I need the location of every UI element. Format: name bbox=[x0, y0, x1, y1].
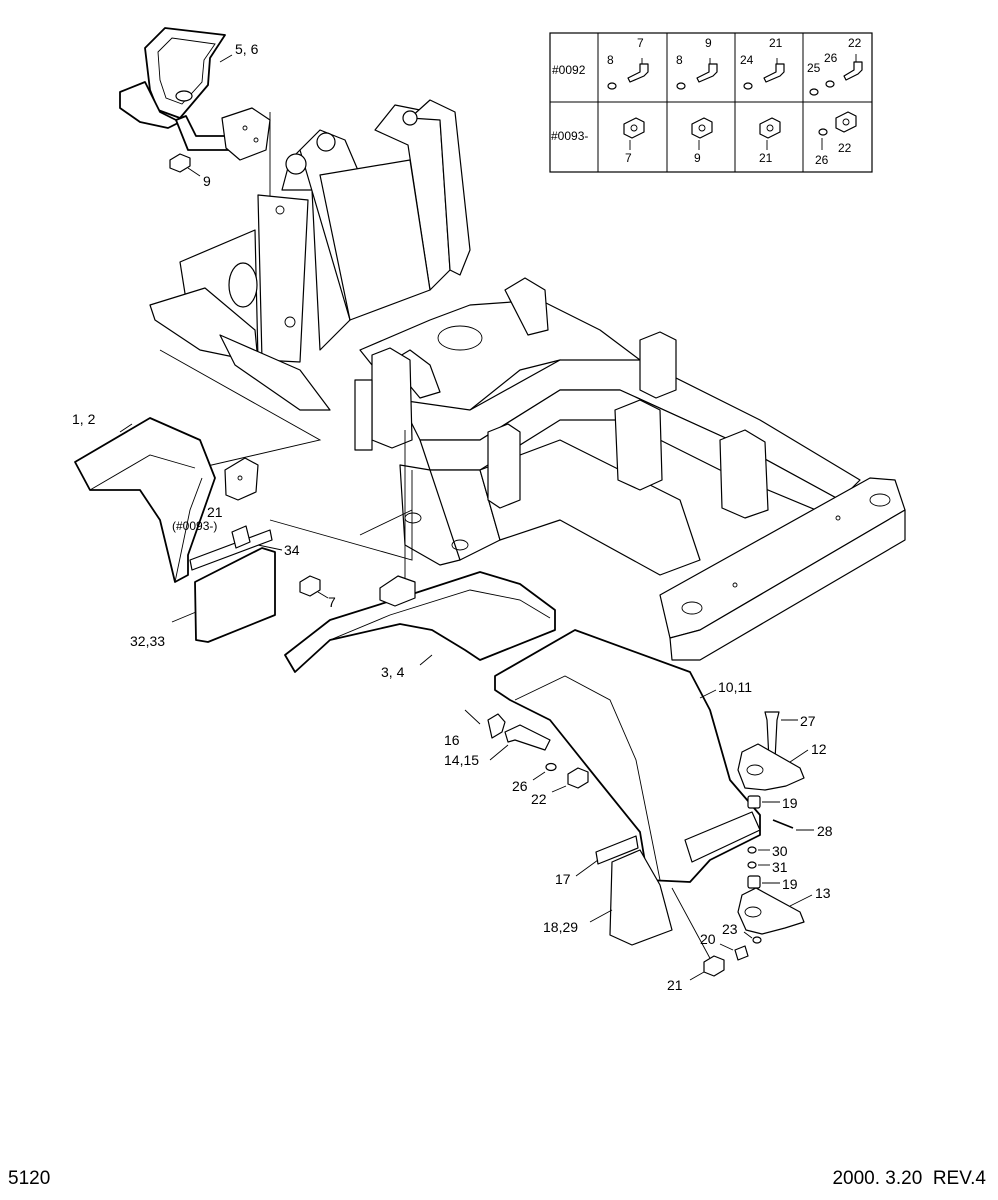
serial-cell-label: 26 bbox=[815, 153, 829, 167]
callout-28: 28 bbox=[817, 823, 833, 839]
page-number: 5120 bbox=[8, 1168, 51, 1189]
serial-cell-label: 26 bbox=[824, 51, 838, 65]
clip-nut-icon bbox=[759, 117, 781, 139]
serial-cell-label: 7 bbox=[637, 36, 644, 50]
serial-cell-label: 22 bbox=[848, 36, 862, 50]
nut-7-icon bbox=[299, 575, 329, 599]
bushing-19-icon bbox=[747, 795, 780, 809]
bracket-16-icon bbox=[487, 713, 506, 739]
bushing-19b-icon bbox=[747, 875, 780, 889]
leader-5-6 bbox=[219, 54, 233, 63]
callout-12: 12 bbox=[811, 741, 827, 757]
callout-30: 30 bbox=[772, 843, 788, 859]
callout-1-2: 1, 2 bbox=[72, 411, 96, 427]
serial-cell-label: 8 bbox=[607, 53, 614, 67]
clip-nut-icon bbox=[835, 111, 857, 133]
bolt-icon bbox=[843, 54, 863, 81]
serial-cell-label: 21 bbox=[759, 151, 773, 165]
bolt-icon bbox=[627, 58, 649, 83]
leader-fender-nut bbox=[671, 887, 713, 963]
callout-22: 22 bbox=[531, 791, 547, 807]
washer-icon bbox=[818, 128, 828, 136]
nut-21-icon bbox=[689, 955, 725, 981]
leader-18-29 bbox=[589, 909, 613, 923]
leader-34 bbox=[257, 544, 283, 551]
callout-21b: 21 bbox=[667, 977, 683, 993]
centre-fender bbox=[284, 571, 556, 673]
leader-17 bbox=[575, 859, 599, 877]
leader-14-15 bbox=[489, 744, 509, 761]
leader-22 bbox=[551, 785, 567, 793]
upper-frame bbox=[149, 99, 906, 661]
bolt-20-icon bbox=[719, 943, 749, 961]
leader-32-33 bbox=[171, 611, 197, 623]
washer-icon bbox=[676, 82, 686, 90]
washer-icon bbox=[743, 82, 753, 90]
washer-30-icon bbox=[747, 846, 770, 854]
step-assembly bbox=[119, 27, 271, 161]
bracket-12-icon bbox=[737, 743, 809, 791]
callout-23: 23 bbox=[722, 921, 738, 937]
reference-lines bbox=[159, 349, 413, 580]
rear-fender bbox=[494, 629, 761, 946]
callout-18-29: 18,29 bbox=[543, 919, 578, 935]
serial-row1-prefix: #0092 bbox=[552, 63, 586, 77]
serial-cell-label: 9 bbox=[694, 151, 701, 165]
latch-14-15-icon bbox=[504, 724, 551, 751]
callout-19b: 19 bbox=[782, 876, 798, 892]
cotter-pin-28-icon bbox=[772, 819, 814, 831]
serial-cell-label: 9 bbox=[705, 36, 712, 50]
callout-14-15: 14,15 bbox=[444, 752, 479, 768]
callout-32-33: 32,33 bbox=[130, 633, 165, 649]
serial-cell-label: 25 bbox=[807, 61, 821, 75]
callout-9: 9 bbox=[203, 173, 211, 189]
washer-icon bbox=[607, 82, 617, 90]
bolt-9-icon bbox=[169, 153, 201, 177]
serial-table: #0092 #0093- 8 7 8 9 24 21 25 26 22 7 9 … bbox=[549, 32, 873, 173]
serial-cell-label: 8 bbox=[676, 53, 683, 67]
bolt-icon bbox=[696, 58, 718, 83]
callout-31: 31 bbox=[772, 859, 788, 875]
washer-23-icon bbox=[743, 931, 762, 944]
callout-16: 16 bbox=[444, 732, 460, 748]
nut-22-icon bbox=[567, 767, 589, 789]
callout-17: 17 bbox=[555, 871, 571, 887]
leader-16 bbox=[464, 709, 481, 725]
callout-26: 26 bbox=[512, 778, 528, 794]
serial-cell-label: 24 bbox=[740, 53, 754, 67]
left-front-fender bbox=[74, 417, 276, 643]
callout-19: 19 bbox=[782, 795, 798, 811]
bracket-13-icon bbox=[737, 887, 813, 935]
callout-34: 34 bbox=[284, 542, 300, 558]
callout-5-6: 5, 6 bbox=[235, 41, 259, 57]
serial-cell-label: 22 bbox=[838, 141, 852, 155]
callout-27: 27 bbox=[800, 713, 816, 729]
leader-26 bbox=[532, 771, 546, 781]
serial-cell-label: 21 bbox=[769, 36, 783, 50]
callout-3-4: 3, 4 bbox=[381, 664, 405, 680]
clip-nut-icon bbox=[623, 117, 645, 139]
leader-1-2 bbox=[119, 423, 133, 433]
callout-20: 20 bbox=[700, 931, 716, 947]
washer-26-icon bbox=[545, 762, 557, 772]
serial-row2-prefix: #0093- bbox=[551, 129, 588, 143]
clip-nut-icon bbox=[691, 117, 713, 139]
callout-0093: (#0093-) bbox=[172, 519, 217, 533]
serial-cell-label: 7 bbox=[625, 151, 632, 165]
washer-icon bbox=[809, 80, 835, 96]
bolt-icon bbox=[763, 58, 785, 83]
leader-10-11 bbox=[699, 689, 717, 699]
callout-10-11: 10,11 bbox=[718, 679, 752, 695]
callout-7: 7 bbox=[328, 594, 336, 610]
revision-date: 2000. 3.20 REV.4 bbox=[832, 1168, 986, 1189]
washer-31-icon bbox=[747, 861, 770, 869]
callout-13: 13 bbox=[815, 885, 831, 901]
callout-21: 21 bbox=[207, 504, 223, 520]
leader-3-4 bbox=[419, 654, 433, 666]
